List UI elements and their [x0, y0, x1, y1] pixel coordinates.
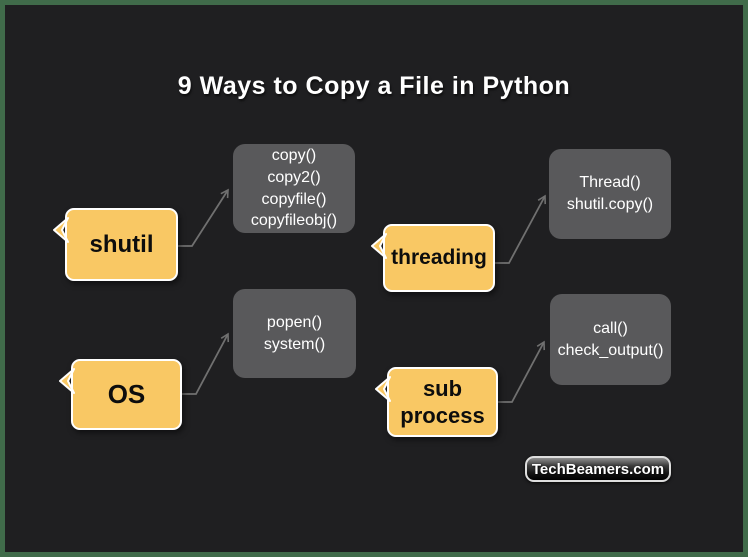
- module-node-shutil: shutil: [53, 208, 178, 281]
- function-line: system(): [263, 335, 326, 353]
- speech-tail-left-icon: [59, 368, 75, 394]
- function-line: copyfileobj(): [250, 212, 338, 230]
- module-node-os: OS: [59, 359, 182, 430]
- function-line: popen(): [266, 313, 323, 331]
- function-line: copyfile(): [261, 190, 327, 208]
- speech-tail-left-icon: [371, 233, 387, 259]
- badge-label: TechBeamers.com: [531, 460, 665, 478]
- function-box-os: popen() system(): [233, 289, 356, 378]
- page-title: 9 Ways to Copy a File in Python: [177, 72, 571, 100]
- function-line: copy2(): [267, 168, 321, 186]
- function-box-shutil: copy() copy2() copyfile() copyfileobj(): [233, 144, 355, 233]
- speech-tail-left-icon: [53, 217, 69, 243]
- techbeamers-badge: TechBeamers.com: [525, 456, 671, 482]
- speech-tail-left-icon: [375, 376, 391, 402]
- function-line: copy(): [271, 147, 317, 165]
- function-line: call(): [593, 319, 628, 337]
- function-line: shutil.copy(): [566, 196, 654, 213]
- module-node-subprocess: sub process: [375, 367, 498, 437]
- function-line: Thread(): [579, 174, 641, 192]
- module-label: OS: [107, 379, 146, 410]
- module-label: shutil: [89, 230, 154, 258]
- function-line: check_output(): [557, 341, 664, 359]
- module-label: threading: [391, 245, 487, 269]
- module-label: sub process: [400, 375, 485, 429]
- function-box-subprocess: call() check_output(): [550, 294, 671, 385]
- module-node-threading: threading: [371, 224, 495, 292]
- function-box-threading: Thread() shutil.copy(): [549, 149, 671, 239]
